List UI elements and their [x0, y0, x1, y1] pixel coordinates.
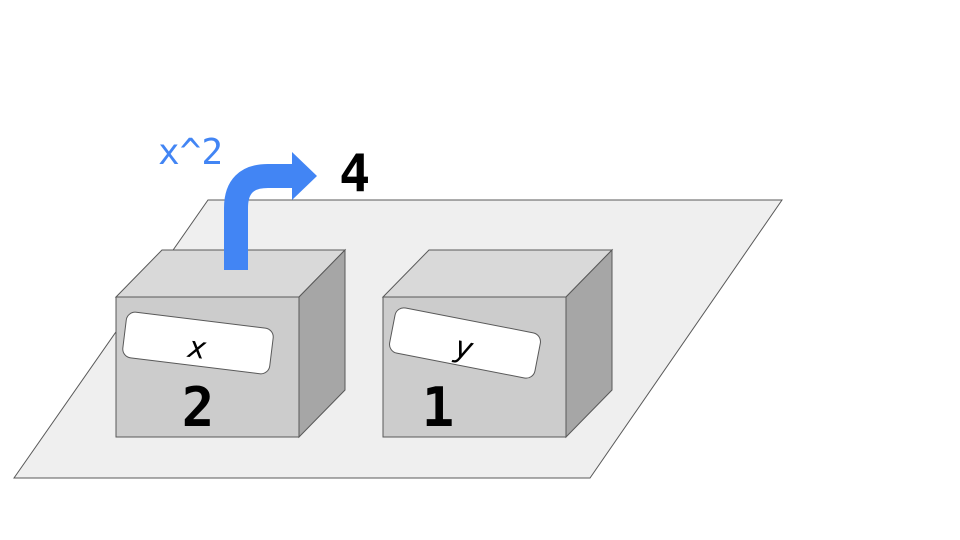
box-y-value: 1	[422, 376, 455, 439]
operation-expression: x^2	[158, 132, 223, 173]
arrow-shaft	[224, 164, 296, 270]
arrow-head	[292, 152, 317, 200]
bent-arrow-icon	[224, 152, 317, 270]
variable-box-x: x 2	[114, 248, 347, 439]
variable-box-y: y 1	[381, 248, 614, 439]
box-x-name-tag	[122, 311, 274, 375]
box-y-name-tag	[389, 307, 541, 379]
operation-result: 4	[339, 144, 370, 204]
box-x-value: 2	[182, 376, 215, 439]
